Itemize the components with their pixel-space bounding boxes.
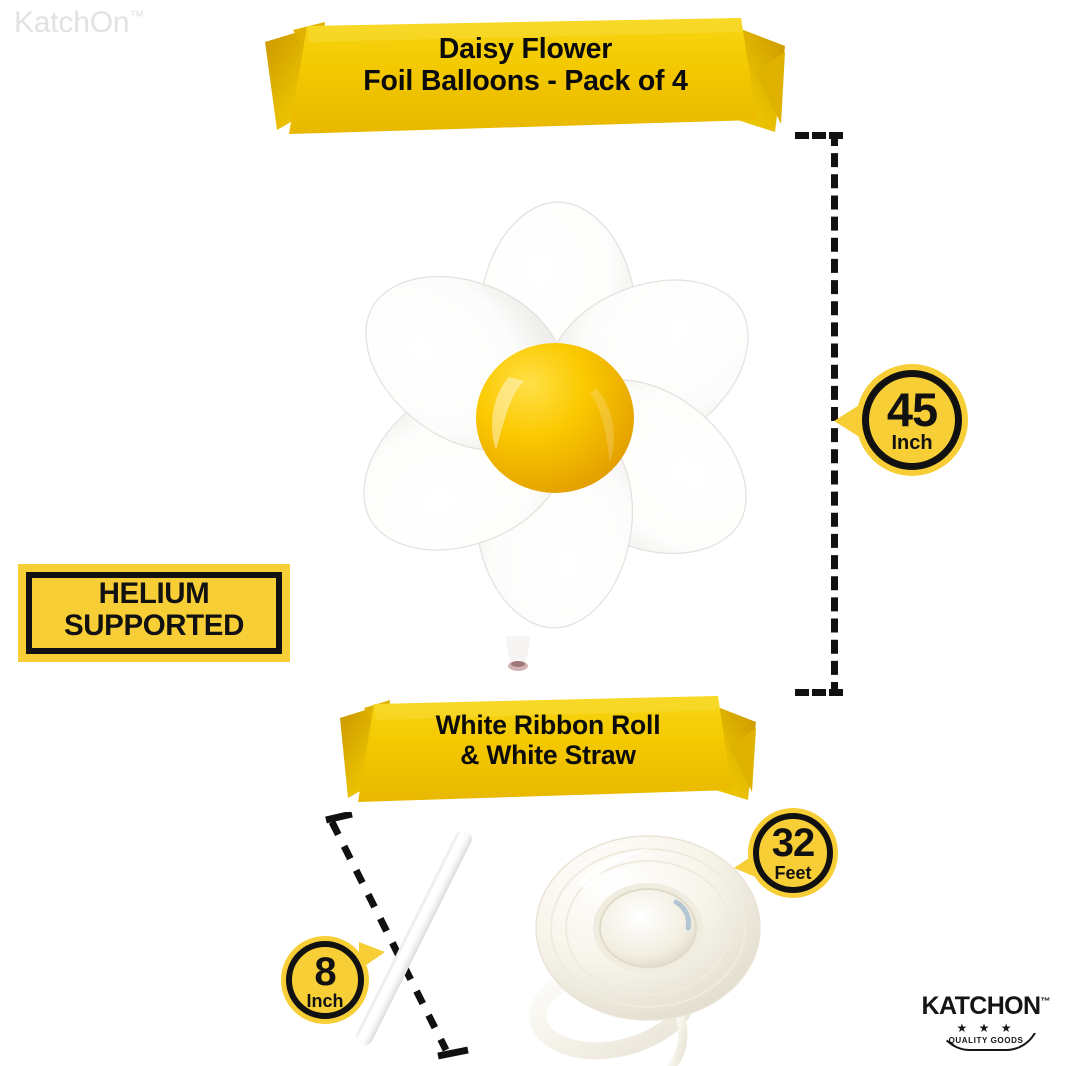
length-badge-32-feet: 32 Feet <box>734 808 838 898</box>
watermark-text: KatchOn <box>14 6 130 39</box>
logo-tagline: QUALITY GOODS <box>948 1036 1024 1045</box>
size-badge-8-inch: 8 Inch <box>281 936 385 1024</box>
product-title-banner: Daisy Flower Foil Balloons - Pack of 4 <box>263 12 788 140</box>
logo-word-text: KATCHON <box>921 992 1042 1020</box>
dimension-cap-bottom <box>795 689 843 696</box>
white-straw <box>340 815 490 1060</box>
white-ribbon-roll <box>490 830 775 1066</box>
badge-outline-ring <box>862 370 962 470</box>
badge-number: 45 <box>886 383 938 436</box>
accessories-banner: White Ribbon Roll & White Straw <box>338 692 758 808</box>
logo-arc-icon <box>936 1017 1040 1051</box>
logo-wordmark: KATCHON™ <box>920 992 1052 1021</box>
size-badge-45-inch: 45 Inch <box>834 364 968 476</box>
helium-badge-frame <box>26 572 282 654</box>
logo-trademark-icon: ™ <box>1040 996 1051 1008</box>
katchon-brand-logo: KATCHON™ ★ ★ ★ QUALITY GOODS <box>920 990 1052 1054</box>
katchon-watermark: KatchOn™ <box>14 6 144 40</box>
logo-stars-icon: ★ ★ ★ <box>956 1021 1016 1035</box>
badge-unit: Inch <box>891 432 933 454</box>
dimension-line-8-inch <box>318 810 508 1062</box>
helium-supported-text: HELIUM SUPPORTED <box>64 577 244 642</box>
badge-outline-ring <box>286 941 364 1019</box>
badge-outline-ring <box>753 813 833 893</box>
badge-number: 8 <box>314 950 336 994</box>
badge-unit: Inch <box>306 991 344 1011</box>
daisy-flower-foil-balloon <box>296 150 816 690</box>
badge-number: 32 <box>771 821 816 865</box>
watermark-trademark-icon: ™ <box>129 8 145 25</box>
dimension-cap-top <box>795 132 843 139</box>
badge-unit: Feet <box>774 863 812 883</box>
helium-supported-badge: HELIUM SUPPORTED <box>18 564 290 662</box>
